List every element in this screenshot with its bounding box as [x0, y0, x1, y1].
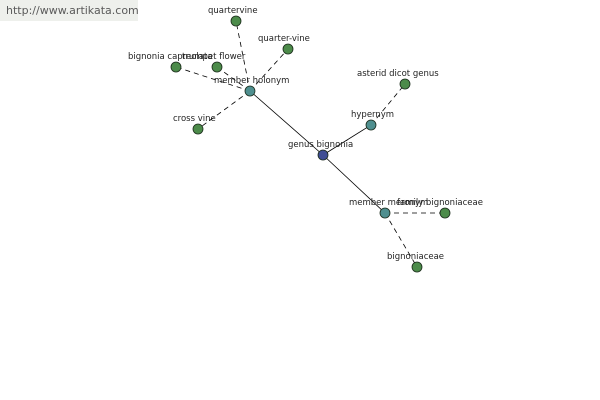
node-label-quarter-vine[interactable]: quarter-vine [258, 34, 310, 44]
nodes [170, 15, 451, 273]
node-family-bignoniaceae[interactable] [439, 207, 451, 219]
node-quarter-vine[interactable] [282, 43, 294, 55]
node-member-meronym[interactable] [379, 207, 391, 219]
node-cross-vine[interactable] [192, 123, 204, 135]
edge-center-hypernym [322, 124, 372, 156]
labels: genus bignonia member holonym hypernym memb… [128, 6, 483, 262]
node-quartervine[interactable] [230, 15, 242, 27]
edge-member-holonym-trumpet-flower [216, 66, 251, 92]
edge-member-holonym-cross-vine [197, 90, 251, 130]
node-member-holonym[interactable] [244, 85, 256, 97]
node-label-bignoniaceae[interactable]: bignoniaceae [387, 252, 444, 262]
edge-center-member-holonym [249, 90, 324, 156]
node-label-asterid-dicot-genus[interactable]: asterid dicot genus [357, 69, 439, 79]
node-label-family-bignoniaceae[interactable]: family bignoniaceae [397, 198, 483, 208]
edge-member-meronym-bignoniaceae [384, 212, 418, 268]
node-label-hypernym[interactable]: hypernym [351, 110, 394, 120]
edges [175, 20, 445, 268]
node-bignonia-capreolata[interactable] [170, 61, 182, 73]
node-label-bignonia-capreolata[interactable]: bignonia capreolata [128, 52, 213, 62]
node-label-cross-vine[interactable]: cross vine [173, 114, 216, 124]
node-bignoniaceae[interactable] [411, 261, 423, 273]
node-label-member-holonym[interactable]: member holonym [214, 76, 289, 86]
edge-center-member-meronym [322, 154, 386, 214]
node-trumpet-flower[interactable] [211, 61, 223, 73]
node-asterid-dicot-genus[interactable] [399, 78, 411, 90]
node-center[interactable] [317, 149, 329, 161]
source-url[interactable]: http://www.artikata.com [0, 0, 139, 21]
edge-member-holonym-quarter-vine [249, 48, 289, 92]
node-label-trumpet-flower[interactable]: trumpet flower [182, 52, 246, 62]
node-hypernym[interactable] [365, 119, 377, 131]
node-label-center[interactable]: genus bignonia [288, 140, 353, 150]
node-label-quartervine[interactable]: quartervine [208, 6, 258, 16]
node-label-member-meronym[interactable]: member meronym [349, 198, 428, 208]
edge-member-holonym-quartervine [235, 20, 251, 92]
edge-member-holonym-bignonia-capreolata [175, 66, 251, 92]
